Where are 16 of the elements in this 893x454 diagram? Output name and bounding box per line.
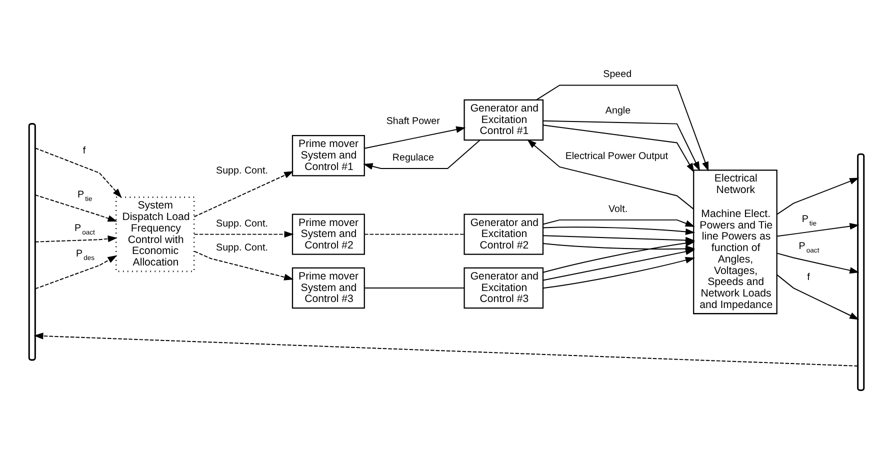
edge-label: Speed (603, 68, 632, 80)
edge-label: Shaft Power (386, 116, 440, 127)
edge-label: Supp. Cont. (216, 218, 268, 229)
edge-label: f (807, 272, 810, 283)
edge-label: Regulace (392, 152, 434, 163)
edge-label: f (82, 145, 86, 156)
edge-label: Volt. (608, 203, 628, 214)
edge-label: P$_{tie}$ (78, 189, 92, 203)
edge-label: P$_{oact}$ (798, 240, 820, 254)
edge-label: Angle (605, 105, 631, 116)
edge-label: Electrical Power Output (565, 150, 668, 162)
edge-label: Supp. Cont. (216, 242, 268, 254)
edge-label: Supp. Cont. (216, 164, 268, 176)
edge-label: P$_{tie}$ (802, 213, 817, 227)
edge-label: P$_{des}$ (76, 248, 95, 262)
edge-label: P$_{oact}$ (74, 222, 95, 236)
